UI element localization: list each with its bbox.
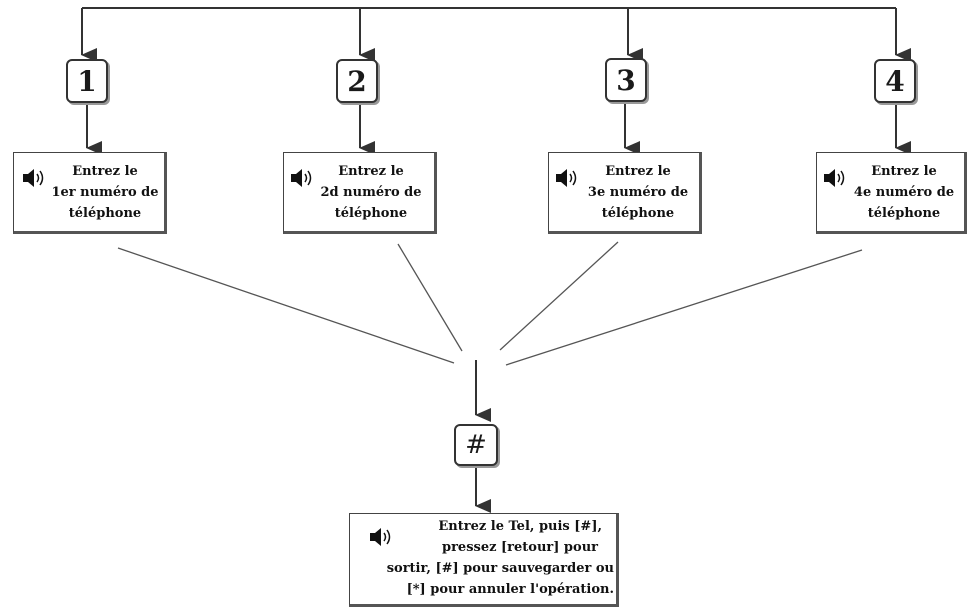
converge-line-1 — [117, 247, 455, 364]
message-3-line-1: Entrez le — [605, 164, 671, 179]
message-2-line-3: téléphone — [334, 206, 408, 221]
message-4-line-2: 4e numéro de — [853, 185, 955, 200]
final-message-line-3: sortir, [#] pour sauvegarder ou — [386, 561, 614, 576]
converge-line-2 — [397, 243, 463, 352]
key-4-box: 4 — [874, 59, 916, 103]
message-box-2: Entrez le 2d numéro de téléphone — [283, 152, 437, 234]
message-3-text: Entrez le 3e numéro de téléphone — [575, 161, 701, 224]
final-message-line-4: [*] pour annuler l'opération. — [406, 582, 614, 597]
message-1-line-3: téléphone — [68, 206, 142, 221]
key-3-box: 3 — [605, 58, 647, 102]
message-2-line-2: 2d numéro de — [320, 185, 422, 200]
message-3-line-2: 3e numéro de — [587, 185, 689, 200]
message-1-line-2: 1er numéro de — [51, 185, 159, 200]
key-4-label: 4 — [885, 64, 905, 98]
message-4-text: Entrez le 4e numéro de téléphone — [843, 161, 965, 224]
speaker-icon — [370, 528, 391, 546]
message-1-line-1: Entrez le — [72, 164, 138, 179]
speaker-icon — [556, 169, 577, 187]
message-4-line-3: téléphone — [867, 206, 941, 221]
message-1-text: Entrez le 1er numéro de téléphone — [44, 161, 166, 224]
message-box-1: Entrez le 1er numéro de téléphone — [13, 152, 167, 234]
key-2-label: 2 — [347, 64, 367, 98]
message-3-line-3: téléphone — [601, 206, 675, 221]
speaker-icon — [291, 169, 312, 187]
converge-line-4 — [505, 249, 863, 366]
message-4-line-1: Entrez le — [871, 164, 937, 179]
hash-key-box: # — [454, 424, 498, 466]
hash-key-label: # — [465, 430, 487, 460]
key-2-box: 2 — [336, 59, 378, 103]
key-1-label: 1 — [77, 64, 97, 98]
key-1-box: 1 — [66, 59, 108, 103]
converge-line-3 — [499, 241, 619, 351]
final-message-line-1: Entrez le Tel, puis [#], — [438, 519, 602, 534]
speaker-icon — [824, 169, 845, 187]
speaker-icon — [23, 169, 44, 187]
message-box-4: Entrez le 4e numéro de téléphone — [816, 152, 967, 234]
key-3-label: 3 — [616, 63, 636, 97]
message-2-text: Entrez le 2d numéro de téléphone — [306, 161, 436, 224]
final-message-text: Entrez le Tel, puis [#], pressez [retour… — [350, 516, 616, 600]
message-box-3: Entrez le 3e numéro de téléphone — [548, 152, 702, 234]
message-2-line-1: Entrez le — [338, 164, 404, 179]
final-message-line-2: pressez [retour] pour — [441, 540, 598, 555]
final-message-box: Entrez le Tel, puis [#], pressez [retour… — [349, 513, 619, 607]
